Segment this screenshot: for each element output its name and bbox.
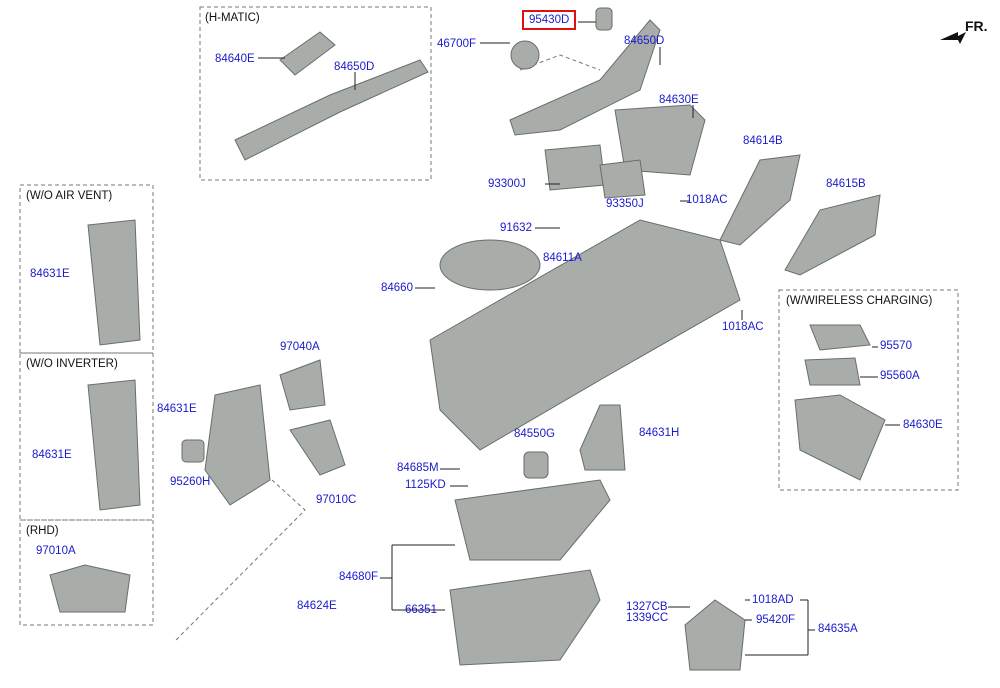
part-label[interactable]: 95260H [170, 476, 211, 488]
part-label[interactable]: 66351 [405, 604, 437, 616]
part-label[interactable]: 95560A [880, 370, 920, 382]
part-label[interactable]: 97010A [36, 545, 76, 557]
part-label[interactable]: 84685M [397, 462, 439, 474]
part-label[interactable]: 91632 [500, 222, 532, 234]
part-label[interactable]: 84624E [297, 600, 337, 612]
part-label[interactable]: 97040A [280, 341, 320, 353]
part-label[interactable]: 84630E [659, 94, 699, 106]
front-arrow-icon [940, 32, 966, 44]
part-label[interactable]: 84630E [903, 419, 943, 431]
part-label[interactable]: 84650D [624, 35, 665, 47]
part-label[interactable]: 97010C [316, 494, 357, 506]
part-label[interactable]: 84635A [818, 623, 858, 635]
part-label[interactable]: 1339CC [626, 612, 669, 624]
part-label[interactable]: 84631E [30, 268, 70, 280]
part-label[interactable]: 1125KD [405, 479, 446, 491]
part-label[interactable]: 84631E [32, 449, 72, 461]
part-label[interactable]: 84660 [381, 282, 413, 294]
part-label[interactable]: 84611A [543, 252, 582, 264]
part-label[interactable]: 1018AC [686, 194, 728, 206]
part-label[interactable]: 93300J [488, 178, 526, 190]
group-label-wo-air-vent: (W/O AIR VENT) [26, 190, 113, 202]
group-label-wo-inverter: (W/O INVERTER) [26, 358, 118, 370]
part-label[interactable]: 46700F [437, 38, 477, 50]
part-label[interactable]: 84615B [826, 178, 866, 190]
part-label[interactable]: 84631H [639, 427, 680, 439]
group-label-h-matic: (H-MATIC) [205, 12, 260, 24]
part-label[interactable]: 84631E [157, 403, 197, 415]
part-label[interactable]: 1018AD [752, 594, 794, 606]
part-label[interactable]: 84680F [339, 571, 379, 583]
shift-cover-shape [279, 31, 336, 76]
part-label[interactable]: 84550G [514, 428, 555, 440]
part-label[interactable]: 93350J [606, 198, 644, 210]
part-label[interactable]: 1018AC [722, 321, 764, 333]
group-box-rhd [19, 519, 154, 626]
part-label[interactable]: 84640E [215, 53, 255, 65]
part-label[interactable]: 1327CB [626, 601, 668, 613]
front-orientation-label: FR. [965, 18, 988, 34]
part-label[interactable]: 95570 [880, 340, 912, 352]
part-label[interactable]: 84650D [334, 61, 375, 73]
group-label-wireless-charging: (W/WIRELESS CHARGING) [786, 295, 933, 307]
part-label[interactable]: 84614B [743, 135, 783, 147]
part-label-highlighted[interactable]: 95430D [522, 10, 577, 30]
group-box-h-matic [199, 6, 432, 181]
part-label[interactable]: 95420F [756, 614, 796, 626]
group-label-rhd: (RHD) [26, 525, 59, 537]
group-box-wireless-charging [778, 289, 959, 491]
trim-panel-shape [234, 59, 429, 161]
